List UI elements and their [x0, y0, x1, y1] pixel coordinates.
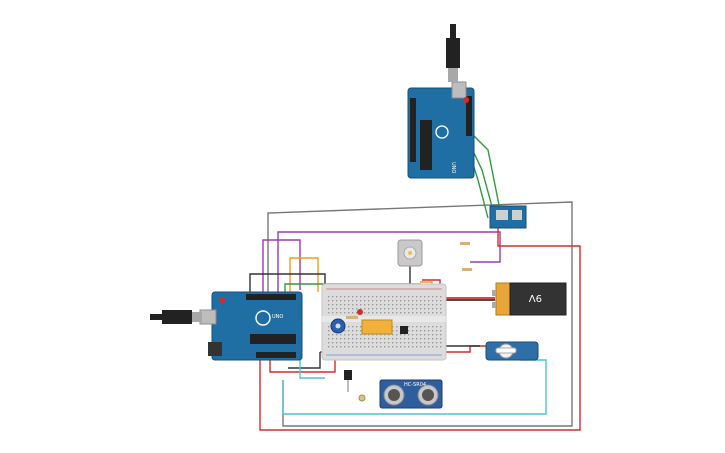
- wire-black-5[interactable]: [288, 352, 321, 369]
- usb-cable-top[interactable]: [446, 24, 460, 82]
- resistor-3[interactable]: [462, 268, 472, 271]
- battery-9v[interactable]: 9V: [492, 282, 567, 316]
- dc-motor[interactable]: [397, 239, 423, 267]
- arduino-uno-top[interactable]: UNO: [407, 81, 475, 179]
- relay-module[interactable]: [361, 319, 393, 335]
- wire-cyan-1[interactable]: [282, 359, 547, 415]
- ultrasonic-label: HC-SR04: [404, 382, 426, 388]
- wire-purple-1[interactable]: [277, 231, 501, 300]
- potentiometer[interactable]: [330, 318, 346, 334]
- led-red[interactable]: [357, 309, 363, 315]
- arduino-uno-main[interactable]: UNO: [199, 291, 303, 361]
- wire-red-1[interactable]: [259, 228, 581, 431]
- ultrasonic-sensor[interactable]: HC-SR04: [379, 379, 443, 409]
- battery-label: 9V: [529, 292, 542, 303]
- uno-top-label: UNO: [450, 162, 456, 173]
- servo-motor[interactable]: [485, 341, 539, 361]
- wifi-module[interactable]: [489, 205, 527, 229]
- photoresistor[interactable]: [358, 394, 366, 402]
- uno-main-label: UNO: [272, 314, 283, 320]
- temp-sensor[interactable]: [344, 370, 352, 392]
- wire-gray-1[interactable]: [267, 201, 573, 427]
- resistor-2[interactable]: [460, 242, 470, 245]
- wire-purple-2[interactable]: [262, 239, 301, 300]
- usb-cable-main[interactable]: [150, 310, 202, 324]
- wire-cyan-2[interactable]: [299, 360, 325, 379]
- resistor-1[interactable]: [346, 316, 358, 319]
- transistor[interactable]: [400, 326, 408, 334]
- wire-orange-1[interactable]: [289, 257, 319, 300]
- wire-black-1[interactable]: [249, 273, 326, 300]
